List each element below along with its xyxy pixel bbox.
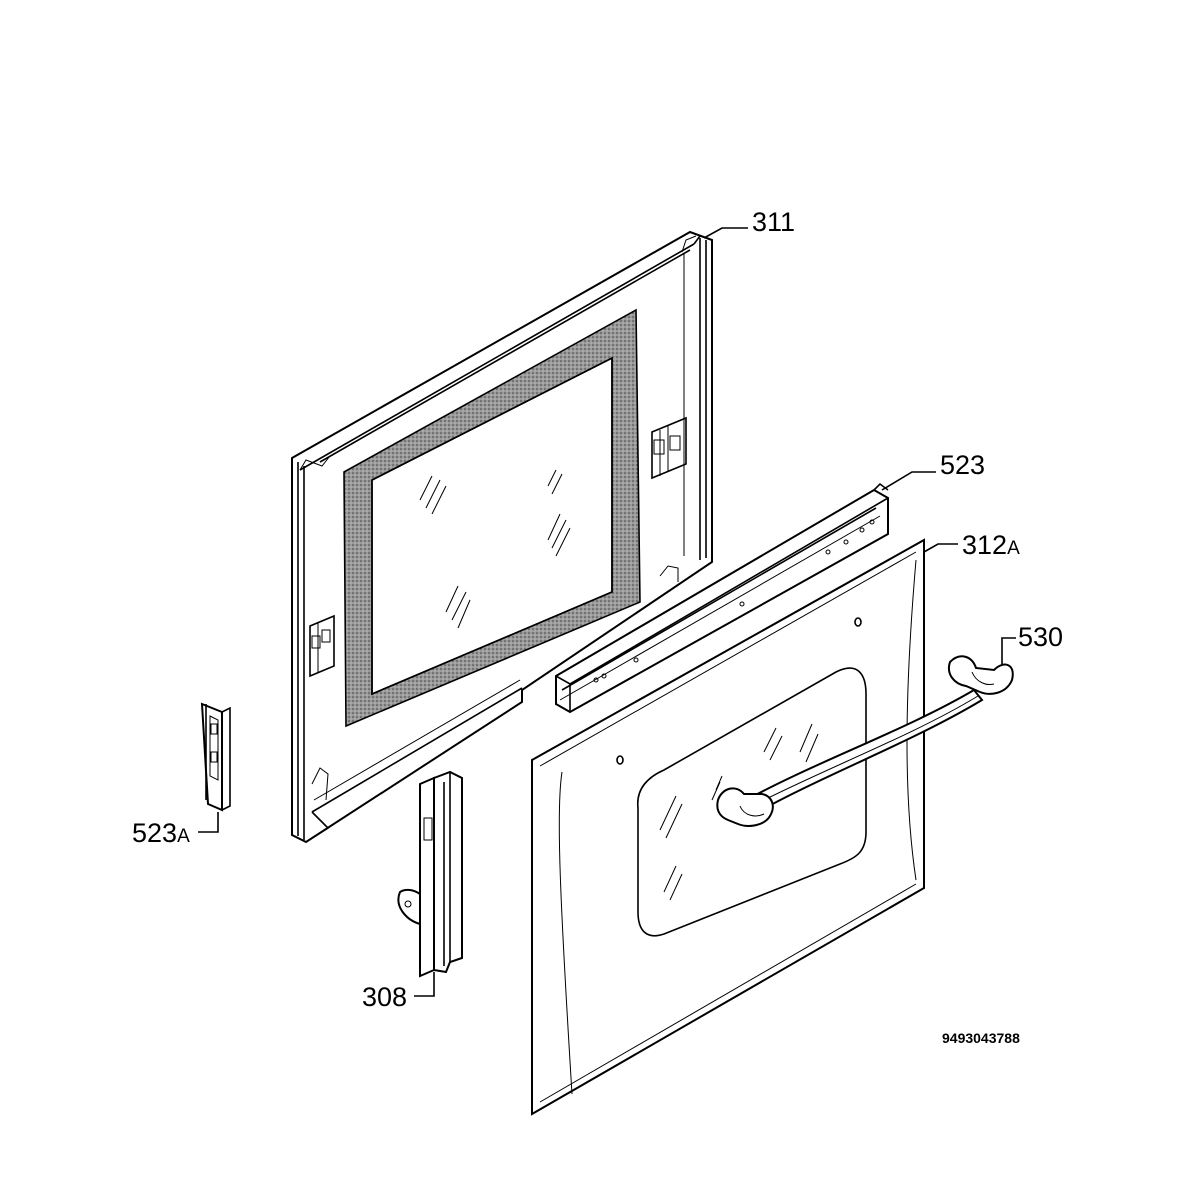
leader-line-312a bbox=[923, 543, 958, 553]
label-308: 308 bbox=[362, 982, 407, 1012]
hinge-308 bbox=[397, 770, 463, 978]
label-523a: 523A bbox=[132, 818, 190, 848]
label-523a-suffix: A bbox=[177, 826, 190, 847]
leader-line-308 bbox=[414, 972, 435, 997]
glass-reflection-icon bbox=[419, 469, 571, 629]
screw-hole-icon bbox=[616, 617, 862, 765]
leader-line-311 bbox=[703, 227, 748, 239]
label-523a-number: 523 bbox=[132, 818, 177, 848]
label-312a-number: 312 bbox=[962, 530, 1007, 560]
label-312a-suffix: A bbox=[1007, 538, 1020, 559]
label-523: 523 bbox=[940, 450, 985, 480]
door-rail-523 bbox=[555, 482, 889, 714]
drawing-code: 9493043788 bbox=[942, 1030, 1020, 1046]
label-312a: 312A bbox=[962, 530, 1020, 560]
leader-line-523 bbox=[881, 471, 936, 491]
label-311: 311 bbox=[752, 207, 795, 237]
hinge-bracket-icon bbox=[651, 416, 687, 480]
hinge-bracket-icon bbox=[309, 614, 335, 678]
end-clip-523a bbox=[200, 702, 231, 812]
glass-reflection-icon bbox=[659, 723, 819, 901]
inner-door-frame-311 bbox=[291, 230, 713, 844]
door-handle-530 bbox=[716, 655, 1014, 827]
label-530: 530 bbox=[1018, 622, 1063, 652]
rail-hole-icon bbox=[593, 519, 875, 683]
leader-line-523a bbox=[198, 812, 219, 833]
outer-door-panel-312a bbox=[531, 538, 925, 1116]
leader-line-530 bbox=[1001, 637, 1016, 664]
leader-lines bbox=[198, 227, 1016, 997]
